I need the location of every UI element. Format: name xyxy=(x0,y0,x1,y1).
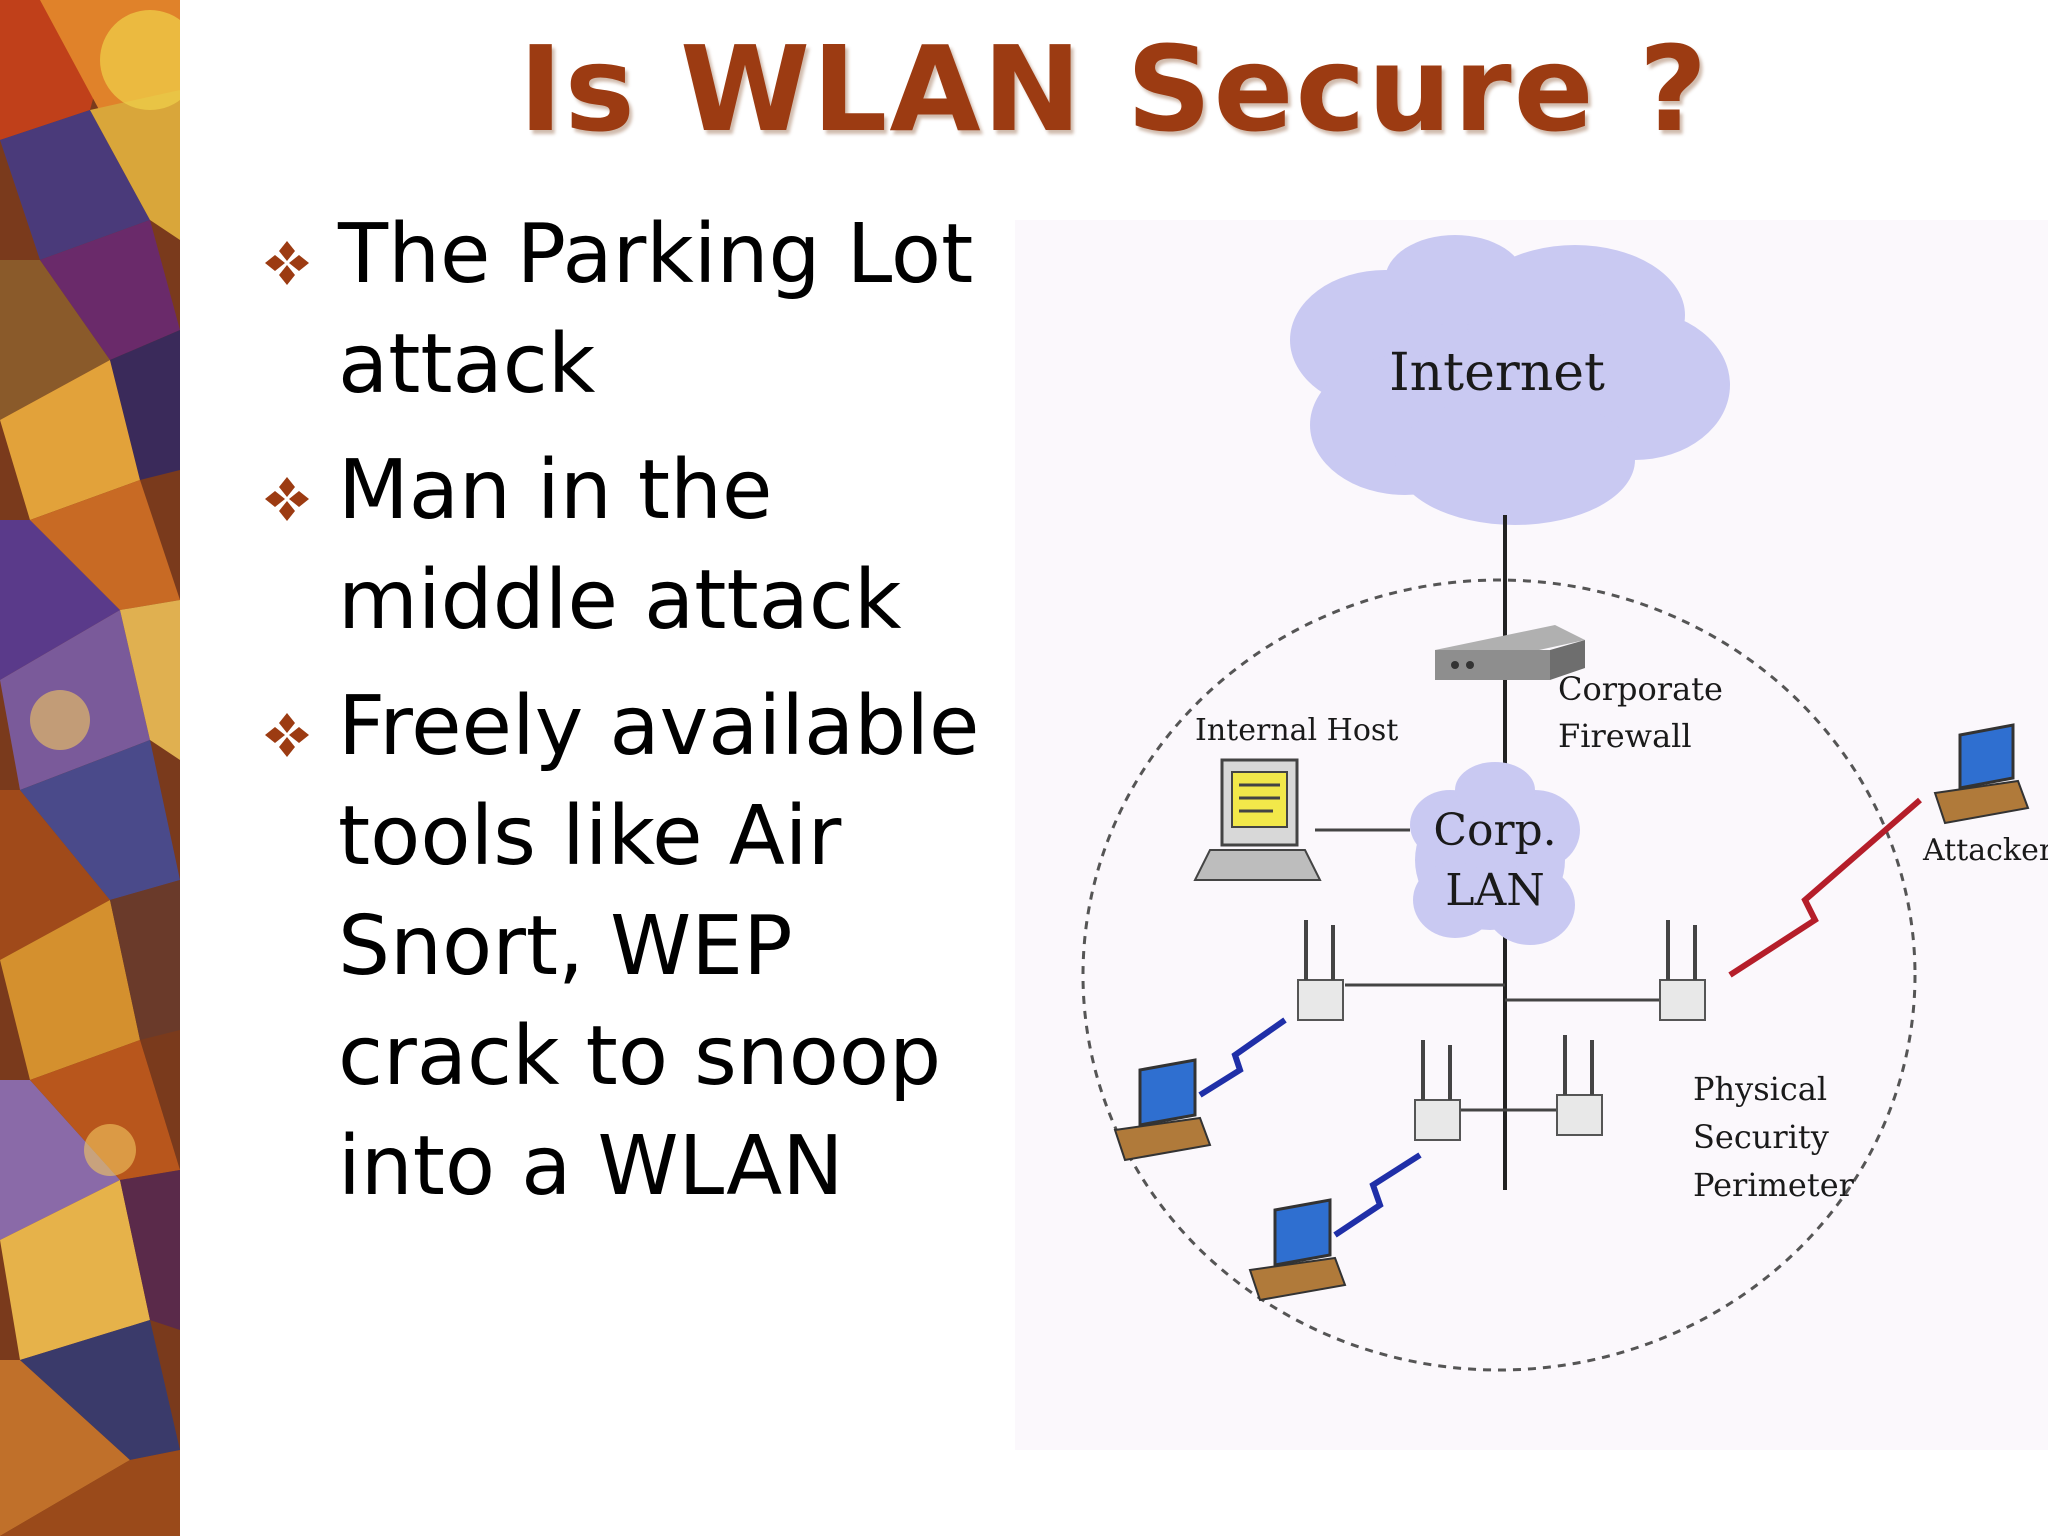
wlan-network-diagram: Internet Corporate Firewall Internal Hos… xyxy=(1015,220,2048,1450)
attack-link xyxy=(1728,797,1922,978)
access-point-icon xyxy=(1556,1035,1603,1136)
laptop-icon xyxy=(1248,1198,1347,1302)
firewall-label-line2: Firewall xyxy=(1558,717,1692,755)
perimeter-label-line3: Perimeter xyxy=(1693,1166,1855,1204)
access-point-icon xyxy=(1414,1040,1461,1141)
corp-lan-label-line1: Corp. xyxy=(1433,805,1556,856)
decorative-side-strip xyxy=(0,0,180,1536)
wireless-link xyxy=(1333,1152,1422,1238)
four-diamond-bullet-icon xyxy=(265,241,309,285)
wireless-link xyxy=(1198,1017,1287,1098)
attacker-label: Attacker xyxy=(1922,833,2048,868)
perimeter-label-line2: Security xyxy=(1693,1118,1829,1156)
access-point-icon xyxy=(1297,920,1344,1021)
security-perimeter-circle xyxy=(1081,578,1917,1372)
perimeter-label-line1: Physical xyxy=(1693,1070,1827,1108)
bullet-item: The Parking Lot attack xyxy=(262,200,982,420)
internal-host-computer-icon xyxy=(1193,758,1322,881)
slide-title: Is WLAN Secure ? xyxy=(518,20,1710,158)
access-point-icon xyxy=(1659,920,1706,1021)
laptop-icon xyxy=(1113,1058,1212,1162)
internal-host-label: Internal Host xyxy=(1195,713,1398,748)
bullet-text: Freely available tools like Air Snort, W… xyxy=(338,679,980,1214)
internet-label: Internet xyxy=(1389,343,1605,403)
corp-lan-cloud-icon xyxy=(1410,762,1580,945)
bullet-item: Man in the middle attack xyxy=(262,436,982,656)
four-diamond-bullet-icon xyxy=(265,713,309,757)
firewall-label-line1: Corporate xyxy=(1558,670,1723,708)
internet-cloud-icon xyxy=(1290,235,1730,525)
four-diamond-bullet-icon xyxy=(265,477,309,521)
bullet-list: The Parking Lot attack Man in the middle… xyxy=(262,200,982,1238)
diagram-canvas: Internet Corporate Firewall Internal Hos… xyxy=(1015,220,2048,1450)
corp-lan-label-line2: LAN xyxy=(1445,865,1545,916)
bullet-item: Freely available tools like Air Snort, W… xyxy=(262,672,982,1222)
bullet-text: Man in the middle attack xyxy=(338,443,902,648)
bullet-text: The Parking Lot attack xyxy=(338,207,974,412)
firewall-device-icon xyxy=(1435,625,1585,680)
attacker-laptop-icon xyxy=(1933,723,2030,825)
